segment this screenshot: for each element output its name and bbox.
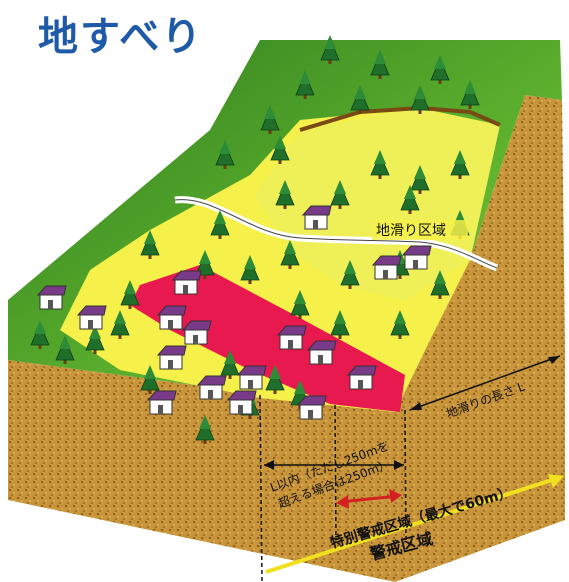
house [171, 270, 202, 295]
tree [215, 140, 235, 169]
house [301, 205, 332, 230]
tree [210, 210, 230, 239]
tree [280, 240, 300, 269]
soil-right-face [395, 350, 565, 582]
house [156, 345, 187, 370]
tree [55, 335, 75, 364]
tree [410, 165, 430, 194]
house [401, 245, 432, 270]
house [306, 340, 337, 365]
length-arrow [409, 355, 561, 411]
tree [195, 415, 215, 444]
tree [450, 150, 470, 179]
house [146, 390, 177, 415]
house [36, 285, 67, 310]
tree [350, 85, 370, 114]
house [346, 365, 377, 390]
tree [140, 230, 160, 259]
tree [195, 250, 215, 279]
tree [400, 185, 420, 214]
tree [85, 325, 105, 354]
trees-group [30, 35, 480, 444]
soil-front-face [8, 360, 395, 582]
houses-group [36, 205, 432, 420]
tree [430, 270, 450, 299]
tree [110, 310, 130, 339]
tree [265, 365, 285, 394]
tree [320, 35, 340, 64]
warning-zone-arrow [265, 474, 564, 574]
tree [240, 255, 260, 284]
tree [140, 365, 160, 394]
guide-lines [259, 394, 407, 582]
house [276, 325, 307, 350]
tree [460, 80, 480, 109]
tree [410, 85, 430, 114]
page-title: 地すべり [38, 14, 204, 60]
tree [330, 310, 350, 339]
tree [260, 105, 280, 134]
landslide-zone-label: 地滑り区域 [376, 222, 446, 239]
tree [340, 260, 360, 289]
special-zone-arrow [336, 489, 402, 509]
landslide-scarp [395, 95, 565, 412]
range-bracket [264, 460, 404, 470]
house [196, 375, 227, 400]
house [156, 305, 187, 330]
tree [370, 150, 390, 179]
special-zone-area [130, 265, 405, 412]
tree [330, 180, 350, 209]
tree [290, 290, 310, 319]
tree [295, 70, 315, 99]
house [76, 305, 107, 330]
landslide-area [255, 108, 500, 300]
tree [430, 55, 450, 84]
tree [30, 320, 50, 349]
landslide-zone-label-bg [372, 220, 468, 240]
tree [275, 180, 295, 209]
house [296, 395, 327, 420]
tree [120, 280, 140, 309]
tree [370, 50, 390, 79]
house [181, 320, 212, 345]
tree [390, 310, 410, 339]
tree [270, 135, 290, 164]
tree [220, 350, 240, 379]
house [371, 255, 402, 280]
house [236, 365, 267, 390]
house [226, 390, 257, 415]
